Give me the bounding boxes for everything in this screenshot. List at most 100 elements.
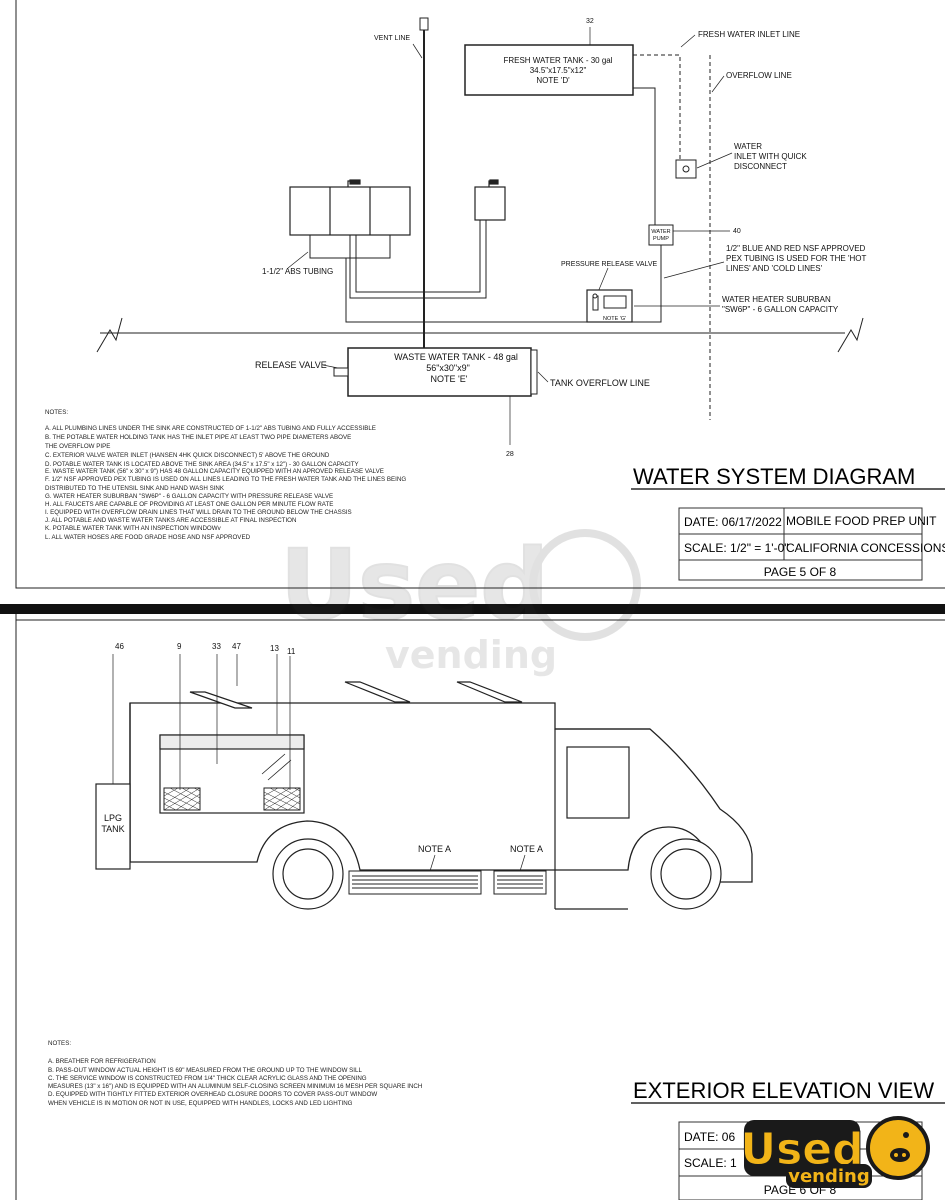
chassis-line bbox=[96, 317, 864, 353]
note-line: C. THE SERVICE WINDOW IS CONSTRUCTED FRO… bbox=[48, 1075, 367, 1082]
heater-display bbox=[603, 295, 627, 309]
vent-pipe bbox=[412, 17, 429, 350]
quick-disconnect-icon bbox=[682, 165, 690, 173]
title-block-project: MOBILE FOOD PREP UNIT bbox=[786, 514, 937, 528]
note-line: G. WATER HEATER SUBURBAN "SW6P" - 6 GALL… bbox=[45, 493, 333, 500]
supply-pipe bbox=[345, 245, 662, 323]
callout-9: 9 bbox=[177, 642, 182, 651]
callout-33: 33 bbox=[212, 642, 221, 651]
heater-label-2: "SW6P" - 6 GALLON CAPACITY bbox=[722, 305, 839, 314]
callout-46: 46 bbox=[115, 642, 124, 651]
fresh-inlet-line bbox=[633, 54, 711, 420]
title-block-2-scale: SCALE: 1 bbox=[684, 1156, 737, 1170]
note-line: MEASURES (13" x 16") AND IS EQUIPPED WIT… bbox=[48, 1083, 422, 1090]
note-line: F. 1/2" NSF APPROVED PEX TUBING IS USED … bbox=[45, 476, 406, 483]
rear-wheel bbox=[272, 838, 344, 910]
water-system-sheet: VENT LINE FRESH WATER TANK - 30 gal 34.5… bbox=[15, 0, 945, 589]
notes-heading-2: NOTES: bbox=[48, 1040, 71, 1047]
callout-leaders bbox=[112, 654, 291, 790]
note-line: D. EQUIPPED WITH TIGHTLY FITTED EXTERIOR… bbox=[48, 1091, 377, 1098]
fresh-inlet-label: FRESH WATER INLET LINE bbox=[698, 30, 800, 39]
roof-vents bbox=[189, 681, 523, 709]
note-line: J. ALL POTABLE AND WASTE WATER TANKS ARE… bbox=[45, 517, 296, 524]
title-block-client: CALIFORNIA CONCESSIONS bbox=[786, 541, 945, 555]
note-line: C. EXTERIOR VALVE WATER INLET (HANSEN 4H… bbox=[45, 452, 330, 459]
note-line: THE OVERFLOW PIPE bbox=[45, 443, 110, 450]
water-pump-label-1: WATER bbox=[651, 229, 670, 235]
note-line: A. BREATHER FOR REFRIGERATION bbox=[48, 1058, 156, 1065]
sheet-divider bbox=[0, 604, 945, 614]
water-pump-label-2: PUMP bbox=[653, 236, 669, 242]
sheet-title: WATER SYSTEM DIAGRAM bbox=[633, 464, 915, 489]
title-block bbox=[678, 507, 923, 581]
refrigeration-louver-2 bbox=[493, 870, 547, 895]
release-valve-label: RELEASE VALVE bbox=[255, 360, 327, 370]
note-line: E. WASTE WATER TANK (56" x 30" x 9") HAS… bbox=[45, 468, 384, 475]
title-block-2-client: ON bbox=[900, 1156, 918, 1170]
tank-overflow-label: TANK OVERFLOW LINE bbox=[550, 378, 650, 388]
waste-tank-size: 56"x30"x9" bbox=[426, 363, 470, 373]
heater-note: NOTE 'G' bbox=[603, 316, 626, 322]
three-compartment-sink bbox=[289, 179, 411, 236]
note-line: K. POTABLE WATER TANK WITH AN INSPECTION… bbox=[45, 525, 222, 532]
title-block-2-project: NIT bbox=[899, 1130, 919, 1144]
cab-door bbox=[554, 728, 650, 910]
note-line: I. EQUIPPED WITH OVERFLOW DRAIN LINES TH… bbox=[45, 509, 352, 516]
callout-13: 13 bbox=[270, 644, 279, 653]
overflow-line-label: OVERFLOW LINE bbox=[726, 71, 792, 80]
lpg-tank bbox=[95, 783, 131, 870]
hand-wash-sink bbox=[474, 179, 506, 221]
waste-tank-note: NOTE 'E' bbox=[431, 374, 468, 384]
front-wheel bbox=[650, 838, 722, 910]
sheet2-title: EXTERIOR ELEVATION VIEW bbox=[633, 1078, 934, 1103]
note-line: B. PASS-OUT WINDOW ACTUAL HEIGHT IS 69" … bbox=[48, 1067, 362, 1074]
title-block-date: DATE: 06/17/2022 bbox=[684, 515, 782, 529]
pressure-valve-label: PRESSURE RELEASE VALVE bbox=[561, 261, 658, 268]
refrigeration-louver-1 bbox=[348, 870, 482, 895]
pex-label-1: 1/2" BLUE AND RED NSF APPROVED bbox=[726, 244, 866, 253]
callout-32: 32 bbox=[586, 18, 594, 25]
note-line: L. ALL WATER HOSES ARE FOOD GRADE HOSE A… bbox=[45, 534, 251, 541]
callout-40: 40 bbox=[733, 228, 741, 235]
callout-11: 11 bbox=[287, 647, 296, 656]
exterior-elevation-drawing: 46 9 33 47 13 11 LPG TANK NOTE A NOTE A … bbox=[15, 614, 945, 1200]
callout-47: 47 bbox=[232, 642, 241, 651]
water-notes: A. ALL PLUMBING LINES UNDER THE SINK ARE… bbox=[45, 425, 406, 541]
notes-heading: NOTES: bbox=[45, 409, 68, 416]
louver-2-note: NOTE A bbox=[510, 844, 543, 854]
water-inlet-label-1: WATER bbox=[734, 142, 762, 151]
note-line: D. POTABLE WATER TANK IS LOCATED ABOVE T… bbox=[45, 461, 359, 468]
note-line: A. ALL PLUMBING LINES UNDER THE SINK ARE… bbox=[45, 425, 376, 432]
title-block-2-date: DATE: 06 bbox=[684, 1130, 735, 1144]
fresh-tank-label: FRESH WATER TANK - 30 gal bbox=[503, 56, 612, 65]
lpg-label-2: TANK bbox=[101, 824, 124, 834]
fresh-tank-size: 34.5"x17.5"x12" bbox=[530, 66, 587, 75]
tank-overflow-pipe bbox=[530, 349, 538, 395]
note-line: H. ALL FAUCETS ARE CAPABLE OF PROVIDING … bbox=[45, 501, 333, 508]
title-block-page: PAGE 5 OF 8 bbox=[764, 565, 837, 579]
waste-water-tank bbox=[347, 347, 532, 397]
pex-label-2: PEX TUBING IS USED FOR THE 'HOT bbox=[726, 254, 866, 263]
water-pump bbox=[648, 224, 674, 246]
water-inlet-box bbox=[675, 159, 697, 179]
abs-tubing-label: 1-1/2" ABS TUBING bbox=[262, 267, 333, 276]
fresh-tank-note: NOTE 'D' bbox=[536, 76, 570, 85]
pex-label-3: LINES' AND 'COLD LINES' bbox=[726, 264, 823, 273]
sheet-border bbox=[15, 0, 945, 589]
water-inlet-label-3: DISCONNECT bbox=[734, 162, 787, 171]
title-block-2-page: PAGE 6 OF 8 bbox=[764, 1183, 837, 1197]
note-line: WHEN VEHICLE IS IN MOTION OR NOT IN USE,… bbox=[48, 1100, 353, 1107]
title-block-scale: SCALE: 1/2" = 1'-0" bbox=[684, 541, 789, 555]
sink-drain-pipes bbox=[309, 220, 487, 299]
exterior-elevation-sheet: 46 9 33 47 13 11 LPG TANK NOTE A NOTE A … bbox=[0, 614, 945, 1200]
callout-28: 28 bbox=[506, 451, 514, 458]
louver-1-note: NOTE A bbox=[418, 844, 451, 854]
note-line: B. THE POTABLE WATER HOLDING TANK HAS TH… bbox=[45, 434, 351, 441]
water-inlet-label-2: INLET WITH QUICK bbox=[734, 152, 807, 161]
release-valve-icon bbox=[333, 367, 349, 377]
note-line: DISTRIBUTED TO THE UTENSIL SINK AND HAND… bbox=[45, 485, 225, 492]
water-system-drawing: VENT LINE FRESH WATER TANK - 30 gal 34.5… bbox=[15, 0, 945, 589]
heater-label-1: WATER HEATER SUBURBAN bbox=[722, 295, 831, 304]
pump-feed-pipe bbox=[633, 87, 656, 225]
waste-tank-label: WASTE WATER TANK - 48 gal bbox=[394, 352, 518, 362]
